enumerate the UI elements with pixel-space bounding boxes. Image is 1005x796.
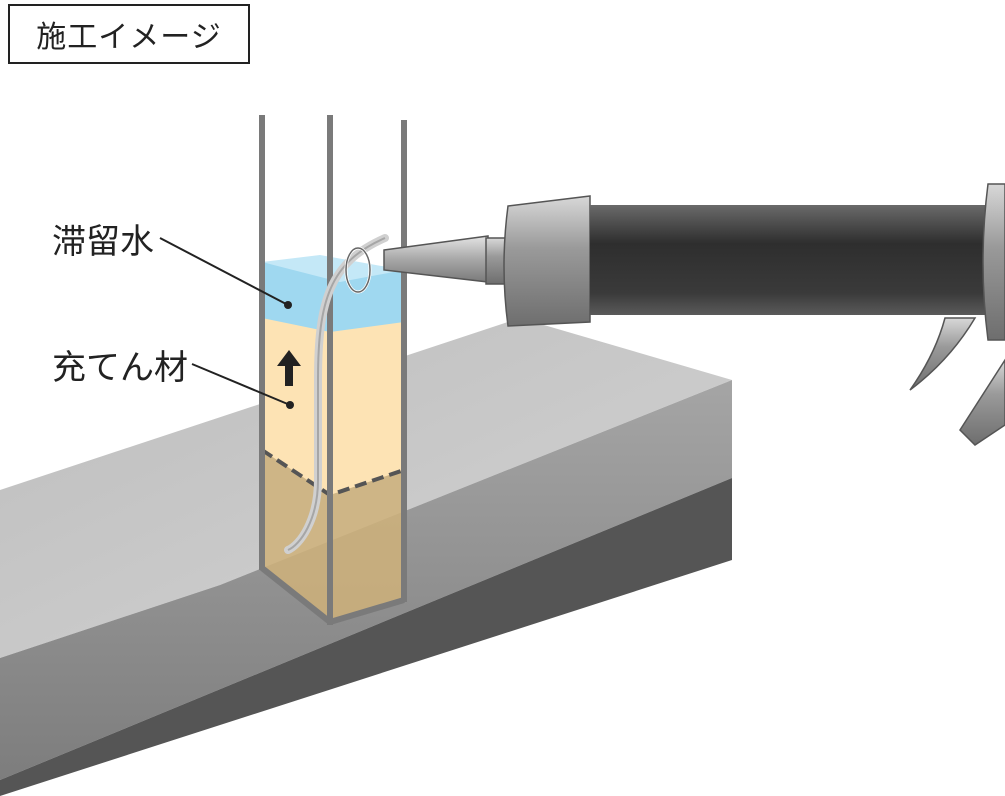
filler-leader-line: [191, 363, 291, 406]
page-title: 施工イメージ: [8, 4, 250, 64]
up-arrow-icon: [277, 350, 301, 386]
injection-tube: [259, 115, 407, 625]
caulking-gun: [383, 183, 1005, 446]
water-label: 滞留水: [52, 222, 154, 262]
filler-label: 充てん材: [52, 348, 188, 388]
gun-rear-body: [982, 183, 1005, 341]
water-leader-line: [159, 237, 289, 306]
gun-trigger: [909, 317, 977, 391]
concrete-bottom-face: [0, 478, 732, 796]
gun-barrel: [590, 205, 990, 315]
gun-front-cap: [503, 195, 591, 327]
gun-grip: [959, 358, 1005, 446]
